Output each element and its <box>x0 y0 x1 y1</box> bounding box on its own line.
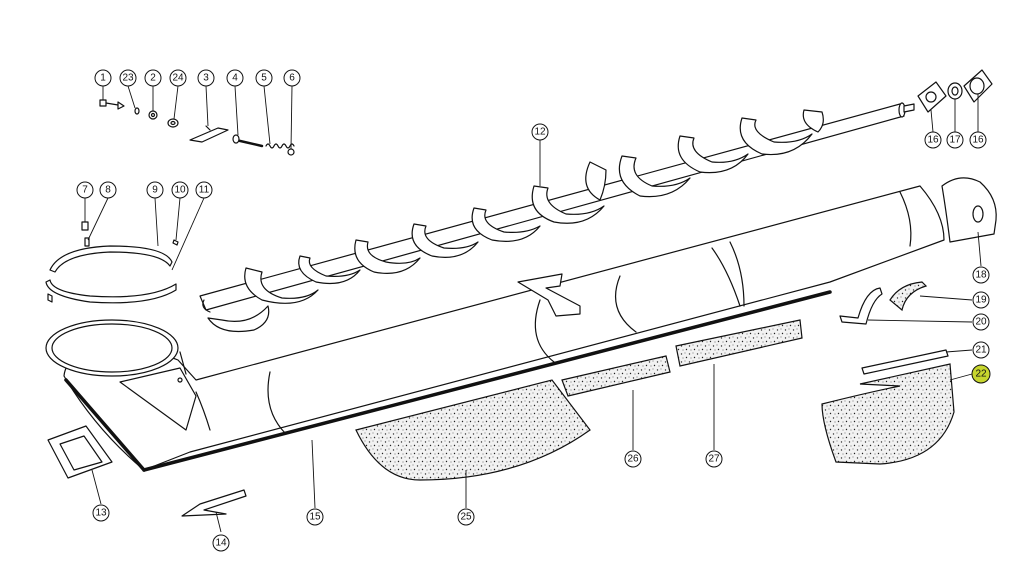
callout-1-label: 1 <box>100 73 106 84</box>
part-plate-14-drawing <box>181 489 247 517</box>
callout-15[interactable]: 15 <box>306 508 324 526</box>
leader-lines <box>84 85 982 533</box>
callout-4[interactable]: 4 <box>226 69 244 87</box>
callout-2-label: 2 <box>150 73 156 84</box>
callout-27[interactable]: 27 <box>705 450 723 468</box>
end-cap-18-drawing <box>941 177 997 243</box>
callout-26[interactable]: 26 <box>624 450 642 468</box>
part-nut-6-drawing <box>287 148 295 156</box>
callout-7-label: 7 <box>82 185 88 196</box>
callout-15-label: 15 <box>309 512 321 523</box>
callout-22-label: 22 <box>975 369 987 380</box>
callout-20-label: 20 <box>975 317 987 328</box>
part-wear-plate-19-drawing <box>889 281 928 312</box>
part-bolt-4-drawing <box>232 134 264 148</box>
part-liner-27-drawing <box>675 319 803 367</box>
callout-22[interactable]: 22 <box>971 364 991 384</box>
end-bearing-parts <box>917 69 993 113</box>
callout-17[interactable]: 17 <box>946 131 964 149</box>
callout-16-right-label: 16 <box>972 135 984 146</box>
part-bracket-3-drawing <box>189 125 229 143</box>
callout-8[interactable]: 8 <box>99 181 117 199</box>
callout-3-label: 3 <box>203 73 209 84</box>
clamp-ring-parts <box>45 221 179 304</box>
part-liner-22-drawing <box>821 363 955 465</box>
part-bolt-1-drawing <box>99 99 125 110</box>
callout-24-label: 24 <box>172 73 184 84</box>
part-clamp-ring-9-drawing <box>45 245 177 304</box>
callout-9[interactable]: 9 <box>146 181 164 199</box>
part-spring-5-drawing <box>265 143 295 149</box>
part-strip-21-drawing <box>861 349 949 375</box>
callout-12[interactable]: 12 <box>531 123 549 141</box>
part-nut-2-drawing <box>148 110 158 120</box>
part-clip-10-drawing <box>172 239 179 246</box>
part-liner-26-drawing <box>561 355 671 397</box>
callout-14[interactable]: 14 <box>212 534 230 552</box>
callout-27-label: 27 <box>708 454 720 465</box>
callout-8-label: 8 <box>105 185 111 196</box>
callouts: 1 23 2 24 3 4 5 6 7 8 9 10 11 12 13 14 1… <box>76 69 991 552</box>
callout-13[interactable]: 13 <box>92 504 110 522</box>
callout-16-left-label: 16 <box>927 135 939 146</box>
small-hardware-parts <box>99 99 295 156</box>
callout-2[interactable]: 2 <box>144 69 162 87</box>
callout-16-right[interactable]: 16 <box>969 131 987 149</box>
callout-18-label: 18 <box>975 270 987 281</box>
callout-23-label: 23 <box>122 73 134 84</box>
callout-11[interactable]: 11 <box>195 181 213 199</box>
callout-9-label: 9 <box>152 185 158 196</box>
callout-25-label: 25 <box>460 512 472 523</box>
callout-14-label: 14 <box>215 538 227 549</box>
callout-16-left[interactable]: 16 <box>924 131 942 149</box>
callout-12-label: 12 <box>534 127 546 138</box>
callout-25[interactable]: 25 <box>457 508 475 526</box>
callout-3[interactable]: 3 <box>197 69 215 87</box>
callout-5[interactable]: 5 <box>255 69 273 87</box>
callout-18[interactable]: 18 <box>972 266 990 284</box>
callout-13-label: 13 <box>95 508 107 519</box>
part-nut-24-drawing <box>167 118 179 128</box>
callout-17-label: 17 <box>949 135 961 146</box>
callout-6[interactable]: 6 <box>283 69 301 87</box>
callout-10-label: 10 <box>174 185 186 196</box>
part-flange-16-left-drawing <box>917 81 947 113</box>
callout-24[interactable]: 24 <box>169 69 187 87</box>
part-liner-25-drawing <box>355 379 591 481</box>
callout-23[interactable]: 23 <box>119 69 137 87</box>
part-bearing-17-drawing <box>947 82 963 100</box>
callout-26-label: 26 <box>627 454 639 465</box>
part-clip-23-drawing <box>134 107 140 115</box>
callout-19[interactable]: 19 <box>972 291 990 309</box>
auger-housing-15-drawing <box>45 185 945 472</box>
auger-screw-12-drawing <box>199 102 915 333</box>
callout-4-label: 4 <box>232 73 238 84</box>
callout-5-label: 5 <box>261 73 267 84</box>
part-bolt-7-drawing <box>81 221 89 231</box>
callout-10[interactable]: 10 <box>171 181 189 199</box>
callout-1[interactable]: 1 <box>94 69 112 87</box>
callout-21[interactable]: 21 <box>972 341 990 359</box>
callout-21-label: 21 <box>975 345 987 356</box>
callout-6-label: 6 <box>289 73 295 84</box>
callout-19-label: 19 <box>975 295 987 306</box>
callout-11-label: 11 <box>199 185 210 196</box>
callout-20[interactable]: 20 <box>972 313 990 331</box>
part-wear-strip-20-drawing <box>839 287 883 325</box>
callout-7[interactable]: 7 <box>76 181 94 199</box>
part-funnel-13-drawing <box>47 425 113 479</box>
part-flange-16-right-drawing <box>963 69 993 103</box>
